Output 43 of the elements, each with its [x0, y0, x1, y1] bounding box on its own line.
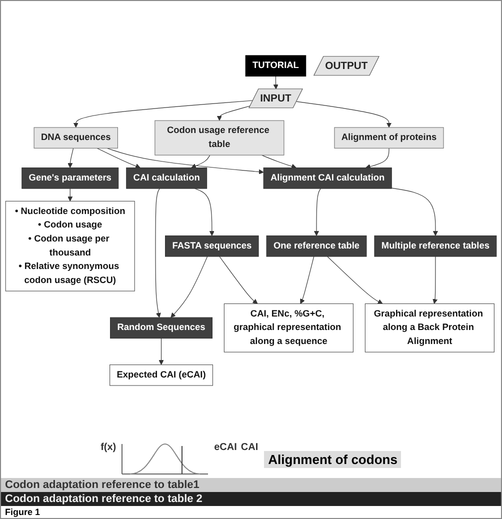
node-box: Expected CAI (eCAI) — [110, 364, 214, 386]
node-box: Gene's parameters — [22, 168, 119, 189]
codon-adaptation-bar: Codon adaptation reference to table1 — [1, 478, 501, 492]
arrow — [194, 188, 214, 236]
node-box: TUTORIAL — [245, 55, 306, 76]
node-box: One reference table — [266, 235, 367, 257]
arrow — [191, 154, 210, 168]
node-box: Alignment CAI calculation — [263, 168, 392, 189]
alignment-caption: Alignment of codons — [264, 450, 402, 468]
axis-label: f(x) — [100, 442, 116, 455]
arrow — [365, 148, 390, 170]
arrow — [106, 148, 264, 174]
figure-caption: Figure 1 — [4, 506, 42, 518]
arrow — [432, 256, 438, 304]
axis-label: eCAI — [214, 442, 237, 455]
axis-title: CAI — [240, 442, 258, 455]
arrow — [73, 100, 254, 128]
arrow — [155, 188, 161, 318]
arrow — [68, 148, 74, 168]
arrow — [219, 256, 258, 304]
arrow — [68, 188, 73, 202]
node-box: FASTA sequences — [165, 235, 259, 257]
node-box: Codon usage reference table — [154, 120, 284, 156]
node-box: CAI, ENc, %G+C, graphical representation along a sequence — [224, 303, 354, 352]
arrow — [314, 188, 321, 236]
arrow — [273, 76, 278, 90]
node-box: Random Sequences — [110, 317, 212, 339]
node-box: CAI calculation — [126, 168, 208, 189]
arrow — [296, 101, 392, 128]
node-box: Alignment of proteins — [334, 127, 444, 148]
arrow — [261, 154, 296, 169]
arrow — [158, 338, 164, 365]
codon-adaptation-bar: Codon adaptation reference to table 2 — [1, 492, 501, 506]
arrow — [300, 256, 314, 304]
arrow — [170, 256, 208, 318]
node-box: DNA sequences — [34, 127, 118, 148]
node-box: • Nucleotide composition • Codon usage • Codon usage per thousand • Relative synonymous codon usage (RSCU) — [5, 200, 135, 292]
arrow — [96, 148, 140, 168]
node-box: Multiple reference tables — [374, 235, 497, 257]
arrow — [327, 256, 383, 304]
node-box: Graphical representation along a Back Protein Alignment — [364, 303, 494, 352]
arrow — [216, 106, 251, 121]
arrow — [391, 188, 438, 236]
